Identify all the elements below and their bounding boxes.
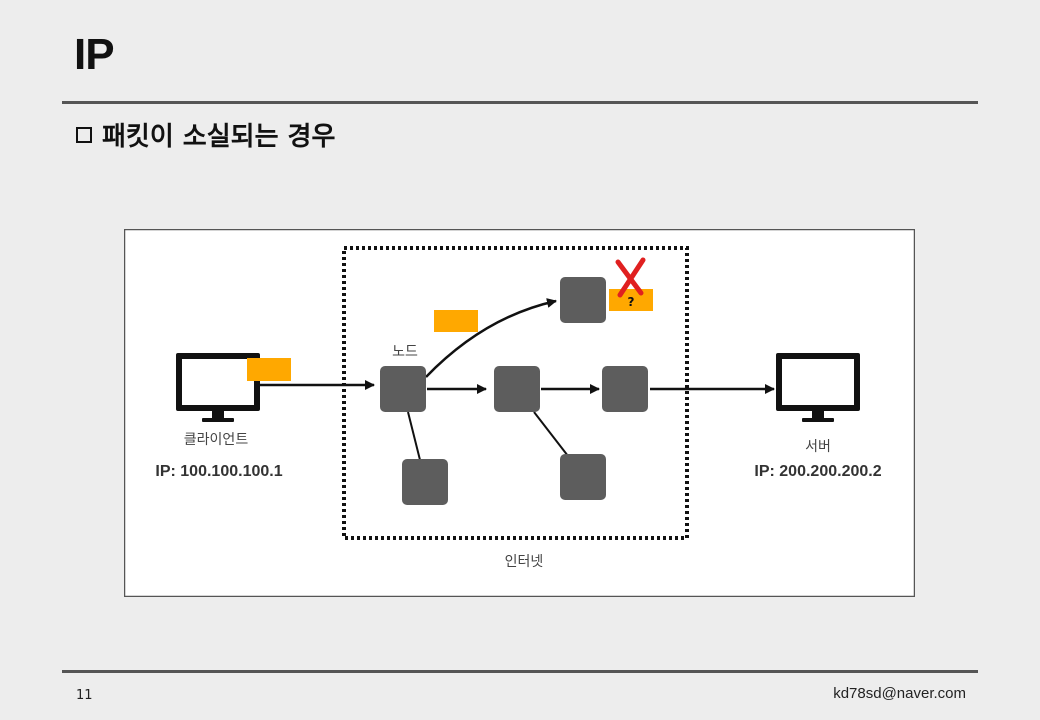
node-to-upper-node-arrow [425,298,557,378]
packet-loss-diagram: ? 노드 클라이언트 IP: 100.100.100.1 서버 IP: 200.… [124,229,915,597]
server-monitor-icon [776,353,860,422]
entry-node [380,366,426,412]
author-email: kd78sd@naver.com [833,685,966,702]
client-label: 클라이언트 [184,432,249,448]
upper-node [560,277,606,323]
node-to-lower-left-link [407,411,421,461]
internet-label: 인터넷 [505,554,544,570]
packet-at-client [247,358,291,381]
right-node [602,366,648,412]
node-label: 노드 [392,344,418,360]
page-number: 11 [76,688,93,703]
diagram-canvas: ? 노드 클라이언트 IP: 100.100.100.1 서버 IP: 200.… [124,229,915,597]
packet-in-transit [434,310,478,332]
diagram-frame [124,229,915,597]
client-monitor-icon [176,353,260,422]
client-ip: IP: 100.100.100.1 [155,463,282,480]
slide-subtitle: 패킷이 소실되는 경우 [76,116,335,153]
square-bullet-icon [76,126,92,143]
subtitle-text: 패킷이 소실되는 경우 [102,122,336,152]
footer-divider [62,670,978,673]
middle-node [494,366,540,412]
server-ip: IP: 200.200.200.2 [754,463,881,480]
lower-left-node [402,459,448,505]
slide-title: IP [74,30,115,79]
internet-boundary [342,246,689,540]
lost-x-icon [615,257,646,298]
node-to-lower-right-link [533,411,569,457]
lost-packet-question-mark: ? [628,295,635,309]
server-label: 서버 [805,439,831,455]
title-divider [62,101,978,104]
lower-right-node [560,454,606,500]
